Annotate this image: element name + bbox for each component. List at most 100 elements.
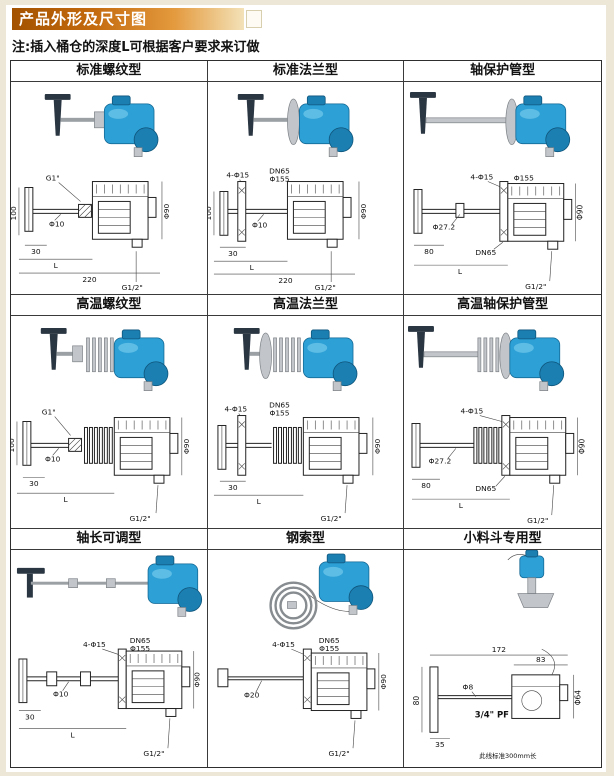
dim-label: 30 (228, 483, 238, 492)
cell-title: 标准法兰型 (207, 61, 404, 82)
cell-small-hopper: 小料斗专用型 172 83 80 Φ8 3/4" PF Φ64 (404, 529, 601, 767)
dim-label: 80 (422, 481, 432, 490)
dim-label: G1/2" (122, 283, 143, 292)
dim-label: Φ27.2 (429, 456, 452, 465)
dim-label: 4-Φ15 (461, 407, 484, 416)
dim-label: G1/2" (314, 283, 335, 292)
dim-label: 4-Φ15 (226, 171, 249, 180)
standard-threaded-figure: G1" 100 Φ10 30 L 220 Φ90 G1/2" (11, 93, 171, 292)
cell-steel-cable: 钢索型 4-Φ15 DN65 Φ155 Φ20 Φ90 G1/2" (207, 529, 405, 767)
hightemp-flange-figure: 4-Φ15 DN65 Φ155 30 L Φ90 G1/2" (213, 327, 381, 523)
dim-label: 30 (228, 249, 238, 258)
banner-end-box (246, 10, 262, 28)
hightemp-shaft-protection-figure: 4-Φ15 Φ27.2 80 DN65 L Φ90 G1/2" (408, 325, 587, 525)
dim-label: Φ155 (514, 174, 534, 183)
dim-label: Φ90 (378, 674, 387, 690)
small-hopper-figure: 172 83 80 Φ8 3/4" PF Φ64 35 此线标准300mm长 (412, 550, 583, 760)
cell-title: 小料斗专用型 (404, 529, 601, 550)
dim-label: 100 (11, 206, 18, 220)
dim-label: Φ64 (574, 690, 583, 706)
dim-label: 83 (536, 655, 546, 664)
cell-title: 标准螺纹型 (11, 61, 207, 82)
steel-cable-figure: 4-Φ15 DN65 Φ155 Φ20 Φ90 G1/2" (217, 553, 387, 758)
dim-label: G1/2" (130, 514, 151, 523)
dim-label: 4-Φ15 (272, 640, 295, 649)
dim-label: 220 (278, 276, 292, 285)
cell-title: 高温螺纹型 (11, 295, 207, 316)
cell-title: 轴长可调型 (11, 529, 207, 550)
dim-label: 35 (436, 740, 446, 749)
cell-shaft-protection-tube: 轴保护管型 4-Φ15 Φ155 Φ27.2 80 DN65 L Φ90 (404, 61, 601, 295)
dim-label: Φ90 (162, 203, 171, 219)
dim-label: DN65 (476, 248, 497, 257)
dim-label: L (256, 497, 261, 506)
hightemp-threaded-figure: G1" 100 Φ10 30 L Φ90 G1/2" (11, 327, 191, 523)
cable-length-note: 此线标准300mm长 (479, 751, 537, 760)
dim-label: Φ155 (130, 644, 150, 653)
dim-label: 80 (425, 247, 435, 256)
standard-flange-figure: 4-Φ15 DN65 Φ155 100 Φ10 30 L 220 Φ90 G1/… (208, 93, 368, 292)
dim-label: Φ90 (576, 204, 585, 220)
dim-label: Φ155 (319, 644, 339, 653)
product-grid: 标准螺纹型 G1" 100 Φ10 30 L 220 Φ90 G1/2 (10, 60, 602, 768)
dim-label: Φ27.2 (433, 222, 456, 231)
dim-label: 30 (25, 712, 35, 721)
adjustable-shaft-figure: 4-Φ15 DN65 Φ155 Φ10 30 L Φ90 G1/2" (16, 555, 203, 758)
customization-note: 注:插入桶仓的深度L可根据客户要求来订做 (12, 40, 260, 55)
dim-label: 30 (31, 247, 41, 256)
dim-label: DN65 (318, 636, 339, 645)
dim-label: DN65 (130, 636, 151, 645)
dim-label: 4-Φ15 (83, 640, 106, 649)
dim-label: 100 (11, 438, 16, 452)
dim-label: 30 (29, 479, 39, 488)
cell-title: 轴保护管型 (404, 61, 601, 82)
dim-label: DN65 (476, 484, 497, 493)
dim-label: L (249, 263, 254, 272)
dim-label: 4-Φ15 (224, 405, 247, 414)
dim-label: G1/2" (328, 749, 349, 758)
cell-hightemp-shaft-protection: 高温轴保护管型 4-Φ15 Φ27.2 80 DN65 L Φ90 (404, 295, 601, 529)
cell-title: 高温轴保护管型 (404, 295, 601, 316)
dim-label: DN65 (269, 167, 290, 176)
dim-label: DN65 (269, 401, 290, 410)
dim-label: G1/2" (143, 749, 164, 758)
cell-standard-threaded: 标准螺纹型 G1" 100 Φ10 30 L 220 Φ90 G1/2 (11, 61, 208, 295)
cell-hightemp-threaded: 高温螺纹型 G1" 100 Φ10 30 L Φ90 G1/2" (11, 295, 208, 529)
dim-label: L (54, 261, 59, 270)
dim-label: L (458, 267, 463, 276)
dim-label: L (64, 495, 69, 504)
dim-label: G1/2" (525, 282, 546, 291)
dim-label: Φ90 (359, 203, 368, 219)
dim-label: Φ8 (463, 683, 474, 692)
dim-label: Φ10 (53, 690, 69, 699)
dim-label: Φ90 (182, 438, 191, 454)
dim-label: 172 (492, 645, 506, 654)
dim-label: Φ155 (269, 409, 289, 418)
dim-label: Φ90 (372, 438, 381, 454)
cell-adjustable-shaft: 轴长可调型 4-Φ15 DN65 Φ155 Φ10 30 L (11, 529, 208, 767)
dim-label: 80 (412, 696, 421, 706)
dim-label: Φ10 (45, 454, 61, 463)
dim-label: Φ90 (193, 672, 202, 688)
dim-label: G1" (46, 174, 60, 183)
dim-label: L (459, 501, 464, 510)
shaft-protection-figure: 4-Φ15 Φ155 Φ27.2 80 DN65 L Φ90 G1/2" (410, 91, 585, 291)
dim-label: L (70, 730, 75, 739)
cell-title: 高温法兰型 (207, 295, 404, 316)
dim-label: 4-Φ15 (471, 173, 494, 182)
dim-label: G1" (42, 408, 56, 417)
dim-label: 3/4" PF (475, 709, 509, 719)
dim-label: Φ10 (252, 220, 268, 229)
dim-label: Φ10 (49, 219, 65, 228)
dim-label: 220 (82, 275, 96, 284)
cell-standard-flange: 标准法兰型 4-Φ15 DN65 Φ155 100 Φ10 30 L (207, 61, 405, 295)
dim-label: G1/2" (527, 516, 548, 525)
dim-label: Φ90 (578, 438, 587, 454)
dim-label: 100 (208, 206, 213, 220)
dim-label: G1/2" (320, 514, 341, 523)
dim-label: Φ20 (244, 691, 260, 700)
cell-hightemp-flange: 高温法兰型 4-Φ15 DN65 Φ155 30 L Φ90 G1/ (207, 295, 405, 529)
page-title: 产品外形及尺寸图 (12, 8, 244, 30)
cell-title: 钢索型 (207, 529, 404, 550)
dim-label: Φ155 (269, 175, 289, 184)
